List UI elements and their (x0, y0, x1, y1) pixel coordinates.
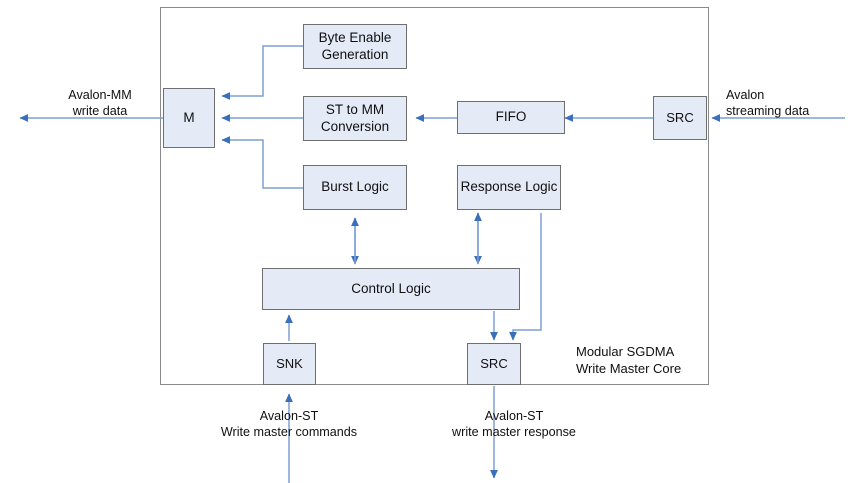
block-snk-commands[interactable]: SNK (263, 343, 316, 385)
block-response-logic[interactable]: Response Logic (457, 165, 561, 210)
core-boundary-rect (160, 7, 709, 385)
label-avalon-st-write-master-commands: Avalon-ST Write master commands (220, 409, 358, 439)
block-control-logic[interactable]: Control Logic (262, 268, 520, 310)
block-byte-enable-generation[interactable]: Byte Enable Generation (303, 24, 407, 69)
block-src-streaming[interactable]: SRC (653, 96, 707, 140)
block-st-to-mm-conversion[interactable]: ST to MM Conversion (303, 96, 407, 141)
label-avalon-mm-write-data: Avalon-MM write data (68, 88, 132, 118)
block-src-response[interactable]: SRC (467, 343, 521, 385)
label-avalon-st-write-master-response: Avalon-ST write master response (452, 409, 576, 439)
block-fifo[interactable]: FIFO (457, 101, 565, 134)
label-avalon-streaming-data: Avalon streaming data (726, 88, 810, 118)
block-master[interactable]: M (163, 88, 215, 148)
block-burst-logic[interactable]: Burst Logic (303, 165, 407, 210)
label-modular-sgdma-write-master-core: Modular SGDMA Write Master Core (576, 344, 682, 376)
